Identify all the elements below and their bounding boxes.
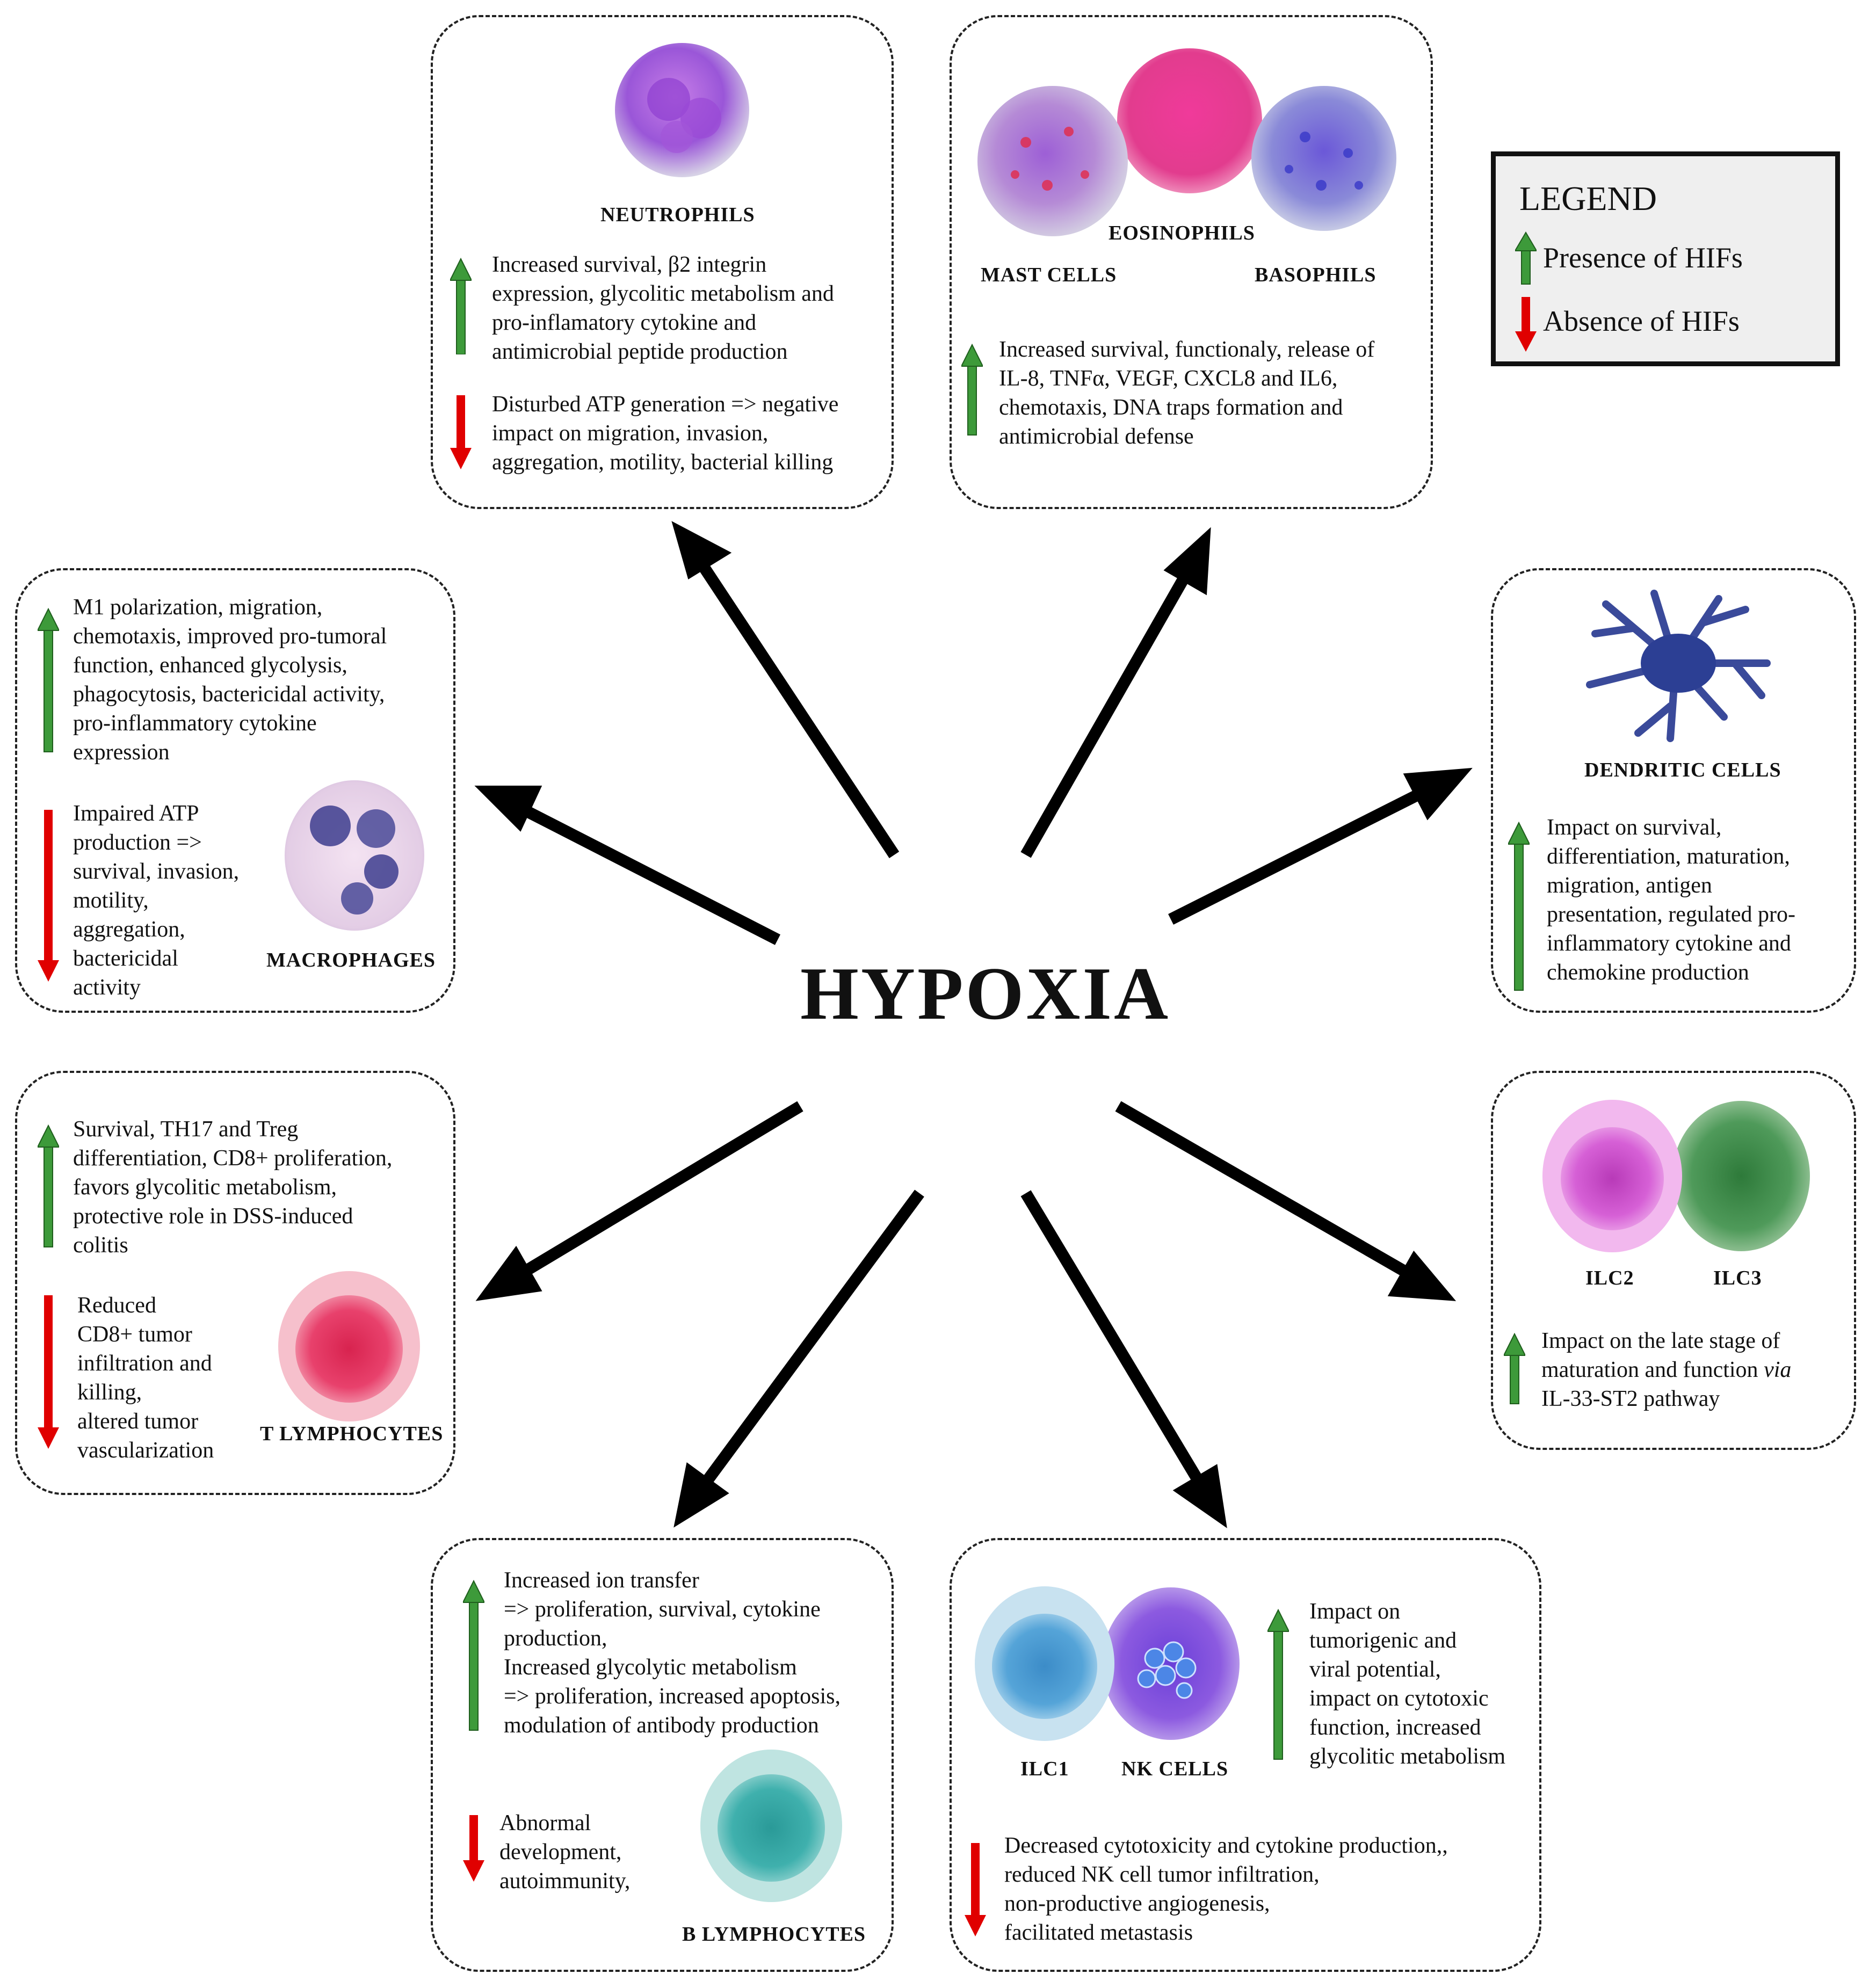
ilc23-up-text-via: via xyxy=(1764,1358,1792,1382)
arrowhead-granulocytes xyxy=(1163,527,1211,596)
macrophage-cell-image xyxy=(285,780,424,931)
arrow-to-ilc23 xyxy=(1115,1101,1410,1278)
arrowhead-macrophages xyxy=(474,786,542,832)
arrowhead-nk xyxy=(1172,1464,1227,1528)
granulocyte-cells-image xyxy=(977,48,1396,236)
legend-presence-label: Presence of HIFs xyxy=(1543,242,1743,274)
mast-cell xyxy=(977,86,1128,236)
dendritic-cell-image xyxy=(1586,590,1771,742)
arrowhead-neutrophils xyxy=(671,521,732,579)
legend-title: LEGEND xyxy=(1519,179,1657,217)
arrow-to-t-lymphocytes xyxy=(518,1101,803,1279)
up-arrow-icon xyxy=(463,1580,484,1731)
nk-cell xyxy=(1102,1587,1240,1740)
eosinophils-label: EOSINOPHILS xyxy=(1109,222,1255,244)
up-arrow-icon xyxy=(1267,1609,1289,1760)
arrow-to-dendritic xyxy=(1168,787,1426,925)
nk-down-text: Decreased cytotoxicity and cytokine prod… xyxy=(1004,1833,1448,1945)
down-arrow-icon xyxy=(1515,297,1537,352)
nk-up-text: Impact on tumorigenic and viral potentia… xyxy=(1309,1599,1506,1769)
up-arrow-icon xyxy=(38,608,59,752)
macrophages-label: MACROPHAGES xyxy=(266,949,436,971)
arrowhead-b-lymphocytes xyxy=(673,1462,729,1528)
arrowhead-dendritic xyxy=(1403,767,1473,821)
up-arrow-icon xyxy=(1504,1333,1525,1404)
ilc23-up-text-b: IL-33-ST2 pathway xyxy=(1541,1387,1720,1411)
basophil-cell xyxy=(1251,86,1396,231)
hypoxia-arrows xyxy=(474,521,1473,1528)
down-arrow-icon xyxy=(450,395,472,469)
down-arrow-icon xyxy=(463,1815,484,1882)
down-arrow-icon xyxy=(38,1295,59,1449)
b-lymphocyte-cell-image xyxy=(700,1750,842,1902)
eosinophil-cell xyxy=(1117,48,1262,193)
center-title: HYPOXIA xyxy=(800,952,1171,1035)
arrowhead-ilc23 xyxy=(1387,1250,1457,1301)
up-arrow-icon xyxy=(1515,231,1537,285)
up-arrow-icon xyxy=(1508,822,1530,991)
neutrophils-down-text: Disturbed ATP generation => negative imp… xyxy=(492,392,839,475)
ilc23-up-text: Impact on the late stage of maturation a… xyxy=(1541,1326,1791,1413)
legend: LEGEND Presence of HIFs Absence of HIFs xyxy=(1491,151,1840,366)
neutrophil-cell-image xyxy=(615,43,749,177)
b-lymphocytes-up-text: Increased ion transfer => proliferation,… xyxy=(504,1568,841,1738)
up-arrow-icon xyxy=(38,1124,59,1247)
arrow-to-nk xyxy=(1020,1190,1208,1492)
dendritic-up-text: Impact on survival, differentiation, mat… xyxy=(1547,815,1795,985)
t-lymphocytes-down-text: Reduced CD8+ tumor infiltration and kill… xyxy=(77,1293,214,1463)
down-arrow-icon xyxy=(965,1843,986,1936)
neutrophils-up-text: Increased survival, β2 integrin expressi… xyxy=(492,252,834,364)
b-lymphocytes-panel xyxy=(431,1538,894,1972)
granulocytes-up-text: Increased survival, functionaly, release… xyxy=(999,337,1375,449)
macrophages-down-text: Impaired ATP production => survival, inv… xyxy=(73,801,240,1000)
legend-absence-label: Absence of HIFs xyxy=(1543,305,1740,337)
b-lymphocytes-label: B LYMPHOCYTES xyxy=(682,1923,866,1946)
arrow-to-macrophages xyxy=(512,800,781,945)
basophils-label: BASOPHILS xyxy=(1255,264,1377,286)
t-lymphocyte-cell-image xyxy=(278,1271,420,1421)
t-lymphocytes-up-text: Survival, TH17 and Treg differentiation,… xyxy=(73,1117,393,1258)
ilc3-cell xyxy=(1672,1101,1810,1251)
b-lymphocytes-down-text: Abnormal development, autoimmunity, xyxy=(499,1811,631,1893)
up-arrow-icon xyxy=(450,258,472,354)
arrow-to-b-lymphocytes xyxy=(693,1189,924,1497)
t-lymphocytes-label: T LYMPHOCYTES xyxy=(260,1423,444,1445)
nk-cells-label: NK CELLS xyxy=(1121,1758,1229,1780)
up-arrow-icon xyxy=(961,344,983,436)
arrow-to-neutrophils xyxy=(693,555,900,859)
arrow-to-granulocytes xyxy=(1020,565,1195,858)
dendritic-label: DENDRITIC CELLS xyxy=(1584,759,1781,781)
ilc3-label: ILC3 xyxy=(1713,1267,1762,1289)
mast-cells-label: MAST CELLS xyxy=(981,264,1117,286)
down-arrow-icon xyxy=(38,810,59,982)
ilc2-label: ILC2 xyxy=(1585,1267,1634,1289)
arrowhead-t-lymphocytes xyxy=(475,1245,542,1301)
neutrophils-label: NEUTROPHILS xyxy=(600,204,755,226)
ilc23-up-text-a: Impact on the late stage of maturation a… xyxy=(1541,1329,1780,1382)
ilc1-label: ILC1 xyxy=(1020,1758,1069,1780)
ilc23-cells-image xyxy=(1542,1100,1810,1252)
macrophages-up-text: M1 polarization, migration, chemotaxis, … xyxy=(73,595,387,765)
nk-ilc1-cells-image xyxy=(975,1586,1240,1741)
